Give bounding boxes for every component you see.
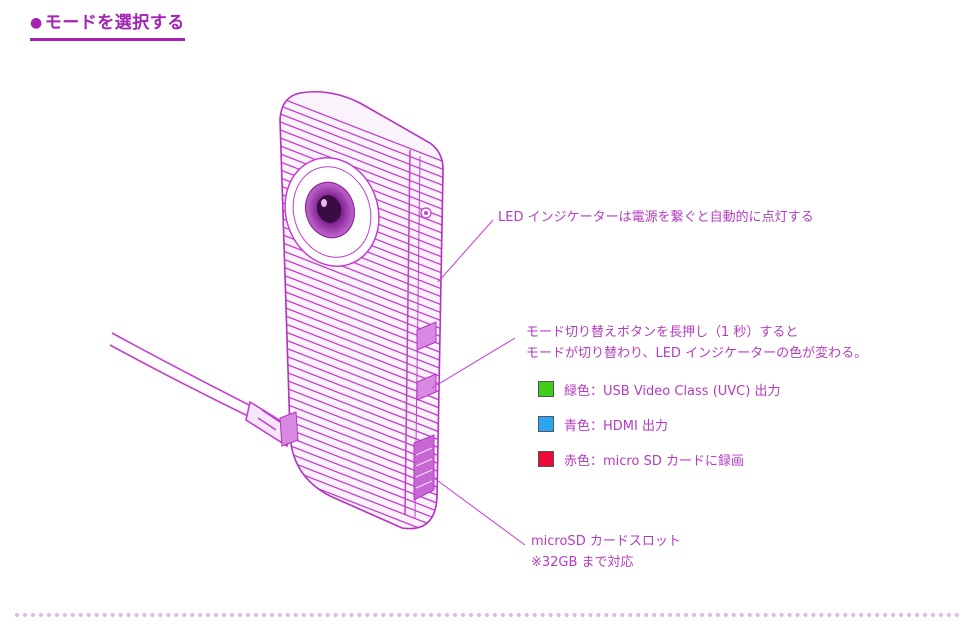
microsd-slot xyxy=(413,434,435,501)
sd-callout: microSD カードスロット ※32GB まで対応 xyxy=(531,531,681,573)
mode-callout: モード切り替えボタンを長押し（1 秒）すると モードが切り替わり、LED インジ… xyxy=(526,322,867,364)
mode-callout-line-1: モード切り替えボタンを長押し（1 秒）すると xyxy=(526,325,799,340)
legend-item-red: 赤色：micro SD カードに録画 xyxy=(538,450,780,469)
legend-label-blue: 青色：HDMI 出力 xyxy=(564,418,668,434)
mode-switch-button xyxy=(416,321,437,401)
leader-lines xyxy=(431,219,526,546)
blue-swatch xyxy=(538,416,554,432)
dotted-divider xyxy=(15,613,960,617)
usb-cable xyxy=(109,332,293,448)
usb-port xyxy=(279,411,299,447)
legend-label-green: 緑色：USB Video Class (UVC) 出力 xyxy=(564,383,781,399)
legend-item-blue: 青色：HDMI 出力 xyxy=(538,415,780,434)
led-callout: LED インジケーターは電源を繋ぐと自動的に点灯する xyxy=(498,207,814,228)
mode-color-legend: 緑色：USB Video Class (UVC) 出力 青色：HDMI 出力 赤… xyxy=(538,380,780,485)
sd-callout-line-1: microSD カードスロット xyxy=(531,534,681,549)
legend-item-green: 緑色：USB Video Class (UVC) 出力 xyxy=(538,380,781,399)
green-swatch xyxy=(538,381,554,397)
legend-label-red: 赤色：micro SD カードに録画 xyxy=(564,453,744,469)
heading-bullet-icon: ● xyxy=(30,15,43,31)
section-heading: ●モードを選択する xyxy=(30,8,185,41)
lens-assembly xyxy=(284,157,380,267)
mode-leader-line xyxy=(431,337,516,389)
led-callout-text: LED インジケーターは電源を繋ぐと自動的に点灯する xyxy=(498,210,814,225)
sd-callout-line-2: ※32GB まで対応 xyxy=(531,555,634,570)
red-swatch xyxy=(538,451,554,467)
mode-callout-line-2: モードが切り替わり、LED インジケーターの色が変わる。 xyxy=(526,346,868,361)
sd-leader-line xyxy=(433,477,526,546)
camera-outline xyxy=(279,90,444,530)
led-indicator xyxy=(420,207,432,219)
led-leader-line xyxy=(437,219,494,283)
section-heading-text: モードを選択する xyxy=(44,13,185,33)
